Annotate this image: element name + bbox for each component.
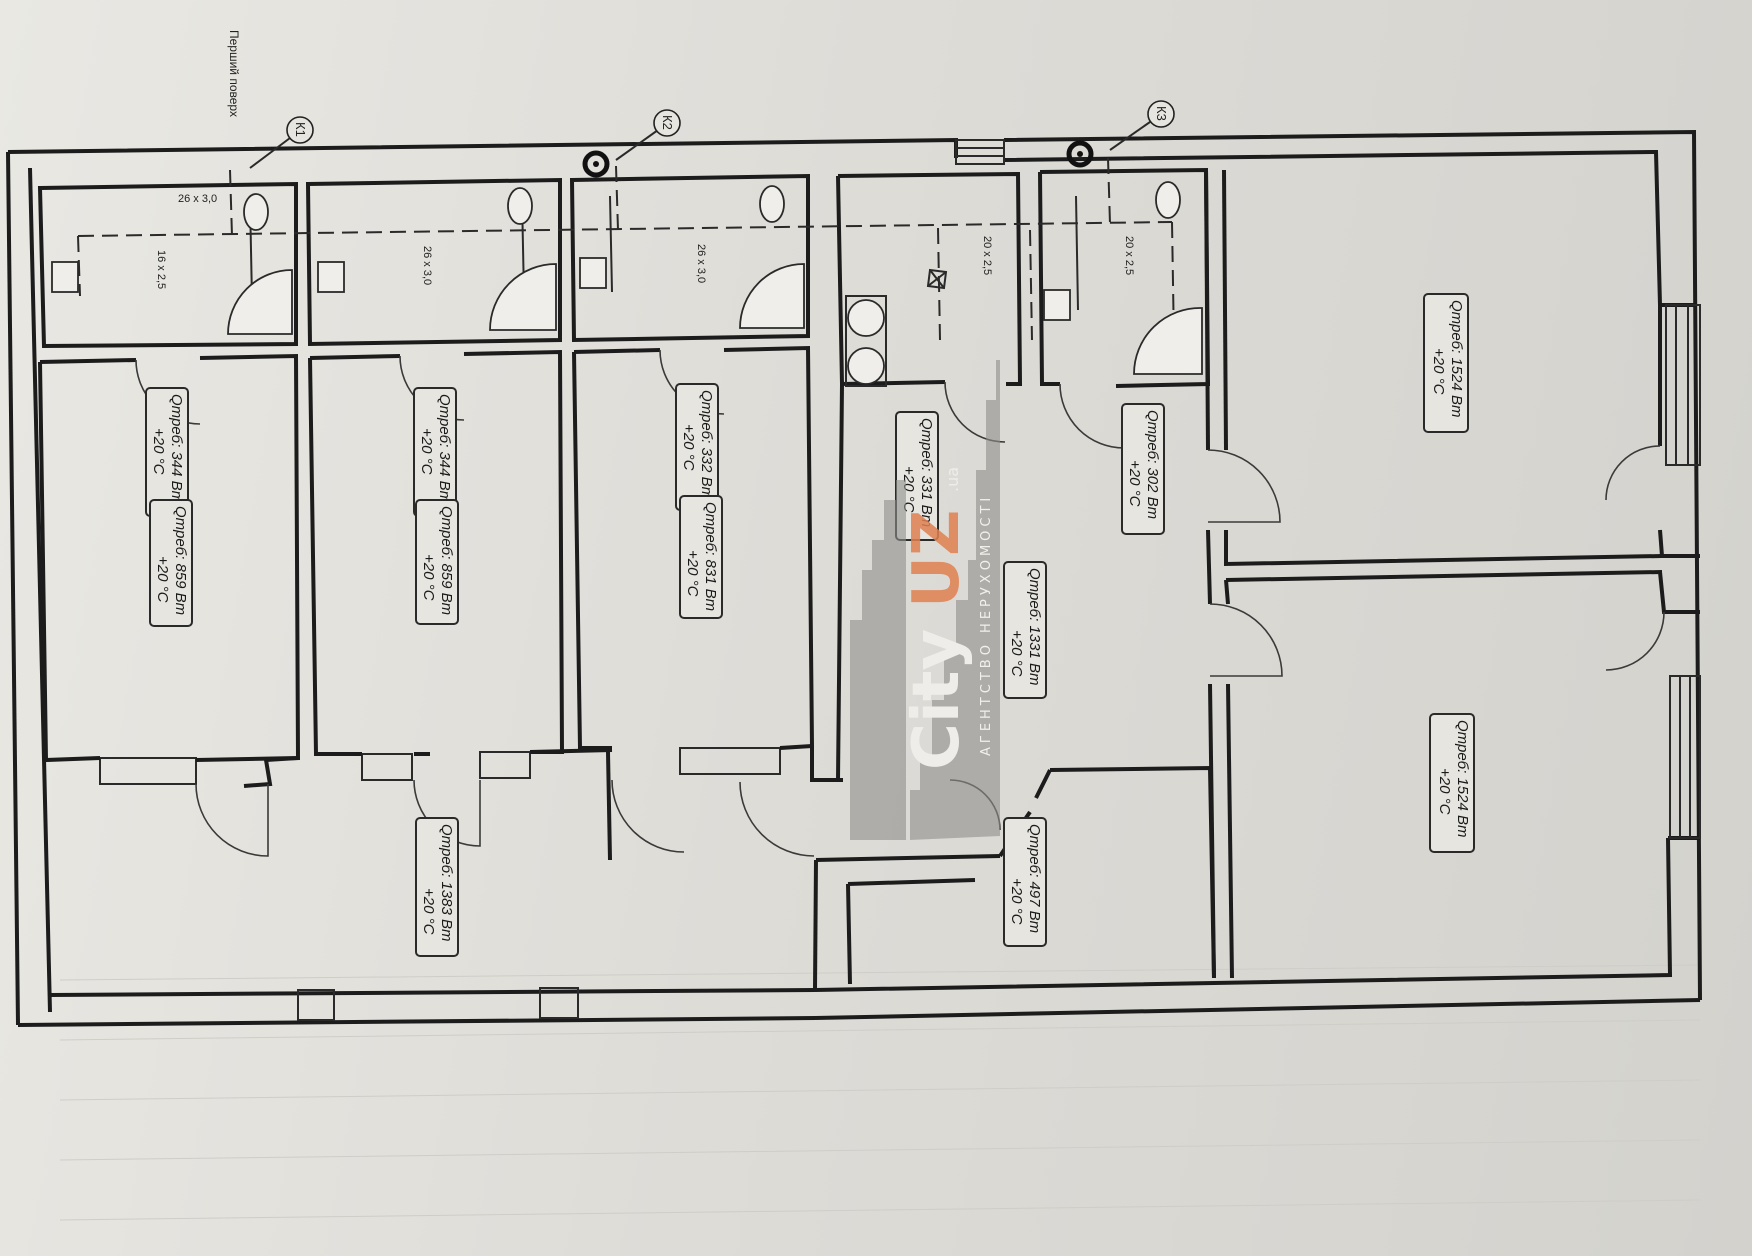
room-label-6: Qтреб: 831 Вт +20 °C: [679, 495, 723, 619]
pipe-note-2: 16 x 2,5: [155, 250, 167, 289]
room-label-7: Qтреб: 1383 Вт +20 °C: [415, 817, 459, 957]
room-temp-4: +20 °C: [420, 554, 437, 601]
watermark-skyline: [910, 360, 1000, 840]
room-walls: [38, 169, 1700, 991]
watermark-skyline-2: [850, 480, 906, 840]
riser-k2-marker: [653, 109, 681, 137]
watermark-tagline: АГЕНТСТВО НЕРУХОМОСТІ: [979, 494, 994, 756]
room-load-6: Qтреб: 831 Вт: [702, 502, 719, 611]
background-grid: [59, 964, 1701, 1221]
bathroom-modules: [37, 167, 1211, 388]
room-label-13: Qтреб: 1524 Вт +20 °C: [1429, 713, 1475, 853]
room-label-12: Qтреб: 1524 Вт +20 °C: [1423, 293, 1469, 433]
pipe-note-6: 20 x 2,5: [1123, 236, 1135, 275]
outer-walls: [6, 129, 1702, 1027]
watermark: City UZ .ua АГЕНТСТВО НЕРУХОМОСТІ: [850, 360, 1000, 840]
riser-k2-label: К2: [660, 115, 675, 130]
room-label-2: Qтреб: 859 Вт +20 °C: [149, 499, 193, 627]
door-swings: [135, 349, 1665, 857]
room-label-5: Qтреб: 332 Вт +20 °C: [675, 383, 719, 511]
room-load-9: Qтреб: 302 Вт: [1144, 410, 1161, 519]
room-temp-3: +20 °C: [418, 428, 435, 475]
pipe-note-4: 26 x 3,0: [695, 244, 707, 283]
room-load-7: Qтреб: 1383 Вт: [438, 824, 455, 942]
room-labels: Qтреб: 344 Вт +20 °C Qтреб: 859 Вт +20 °…: [145, 293, 1475, 957]
room-temp-13: +20 °C: [1436, 768, 1453, 815]
room-temp-2: +20 °C: [154, 556, 171, 603]
room-load-12: Qтреб: 1524 Вт: [1448, 300, 1465, 418]
room-temp-9: +20 °C: [1126, 460, 1143, 507]
room-load-10: Qтреб: 1331 Вт: [1026, 568, 1043, 686]
room-load-3: Qтреб: 344 Вт: [436, 394, 453, 503]
pipe-note-5: 20 x 2,5: [981, 236, 993, 275]
windows: [99, 139, 1701, 1021]
room-temp-10: +20 °C: [1008, 630, 1025, 677]
room-temp-12: +20 °C: [1430, 348, 1447, 395]
room-load-1: Qтреб: 344 Вт: [168, 394, 185, 503]
room-load-11: Qтреб: 497 Вт: [1026, 824, 1043, 933]
room-label-3: Qтреб: 344 Вт +20 °C: [413, 387, 457, 517]
pipe-note-1: 26 x 3,0: [178, 193, 217, 205]
room-temp-5: +20 °C: [680, 424, 697, 471]
watermark-brand-accent: UZ: [900, 510, 974, 608]
room-load-4: Qтреб: 859 Вт: [438, 506, 455, 615]
riser-k1-marker: [286, 116, 314, 144]
sanitary-fixtures: [51, 181, 1203, 387]
room-load-13: Qтреб: 1524 Вт: [1454, 720, 1471, 838]
room-load-8: Qтреб: 331 Вт: [918, 418, 935, 527]
riser-symbols: К1 К2 К3: [249, 100, 1175, 178]
room-temp-11: +20 °C: [1008, 878, 1025, 925]
room-load-5: Qтреб: 332 Вт: [698, 390, 715, 499]
watermark-domain: .ua: [943, 467, 962, 492]
room-label-4: Qтреб: 859 Вт +20 °C: [415, 499, 459, 625]
riser-k1-label: К1: [293, 122, 308, 137]
room-load-2: Qтреб: 859 Вт: [172, 506, 189, 615]
room-temp-6: +20 °C: [684, 550, 701, 597]
room-label-11: Qтреб: 497 Вт +20 °C: [1003, 817, 1047, 947]
room-label-1: Qтреб: 344 Вт +20 °C: [145, 387, 189, 517]
riser-k3-label: К3: [1154, 106, 1169, 121]
room-label-10: Qтреб: 1331 Вт +20 °C: [1003, 561, 1047, 699]
room-label-9: Qтреб: 302 Вт +20 °C: [1121, 403, 1165, 535]
watermark-brand: City: [900, 629, 974, 770]
room-temp-7: +20 °C: [420, 888, 437, 935]
floor-label: Перший поверх: [227, 30, 241, 117]
pipe-note-3: 26 x 3,0: [421, 246, 433, 285]
room-temp-1: +20 °C: [150, 428, 167, 475]
riser-k3-marker: [1147, 100, 1175, 128]
